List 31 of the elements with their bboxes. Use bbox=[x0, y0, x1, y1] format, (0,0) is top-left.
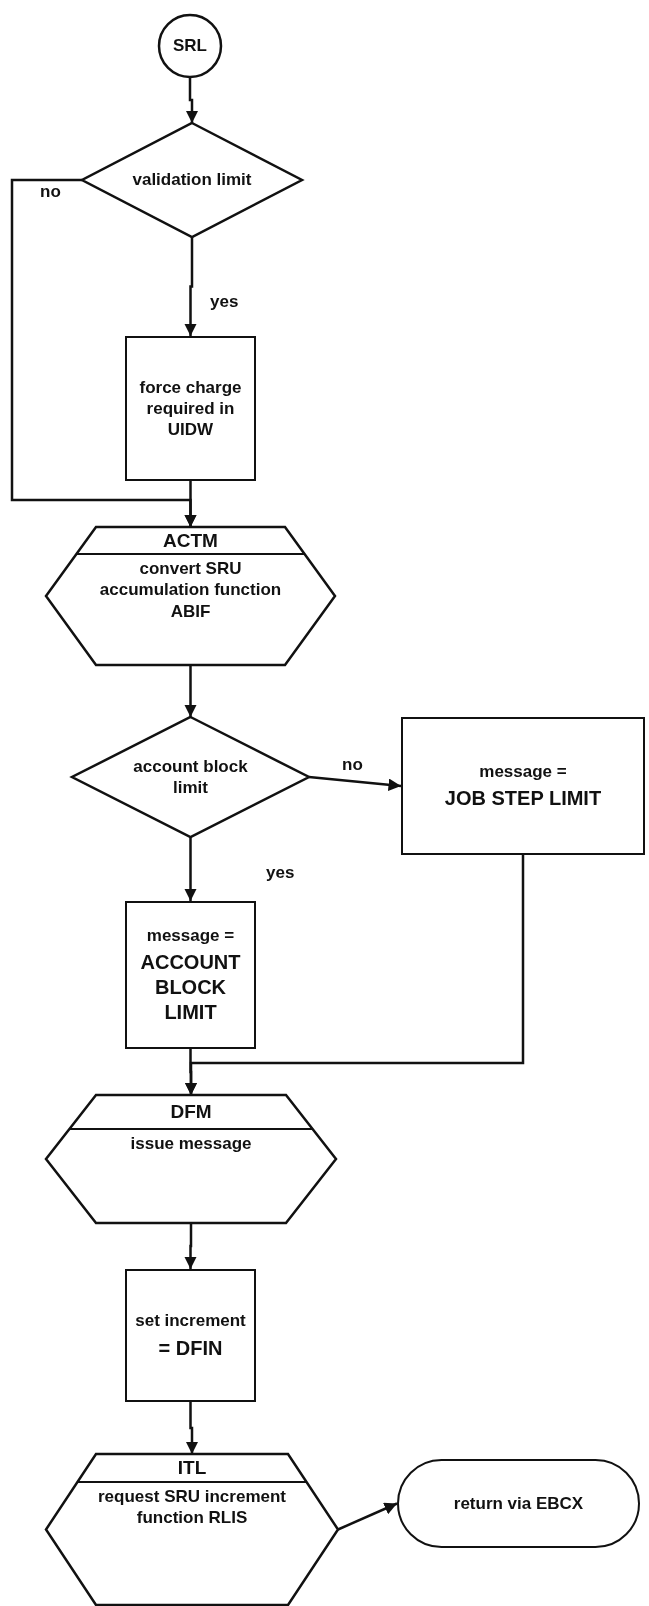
node-label: account block limit bbox=[132, 755, 249, 799]
subroutine-name: ACTM bbox=[163, 529, 218, 553]
arrow bbox=[185, 77, 199, 123]
node-label: JOB STEP LIMIT bbox=[444, 786, 602, 812]
arrow bbox=[185, 1402, 199, 1454]
node-label: issue message bbox=[130, 1133, 252, 1155]
node-label: request SRU increment function RLIS bbox=[97, 1486, 287, 1529]
subroutine-name: DFM bbox=[170, 1100, 212, 1124]
node-label: message = bbox=[146, 924, 235, 947]
process-box bbox=[125, 901, 256, 1049]
node-label: validation limit bbox=[132, 169, 252, 191]
node-label: convert SRU accumulation function ABIF bbox=[98, 558, 283, 622]
node-label: = DFIN bbox=[158, 1335, 223, 1361]
process-box bbox=[125, 336, 256, 481]
arrow bbox=[308, 775, 402, 791]
arrow bbox=[184, 665, 197, 717]
arrow bbox=[184, 1223, 197, 1269]
arrow bbox=[184, 1049, 198, 1095]
node-label: ACCOUNT BLOCK LIMIT bbox=[139, 950, 242, 1026]
node-label: force charge required in UIDW bbox=[138, 376, 243, 441]
arrow bbox=[184, 481, 197, 527]
process-box bbox=[401, 717, 645, 855]
process-box bbox=[125, 1269, 256, 1402]
node-label: message = bbox=[479, 760, 567, 783]
arrow bbox=[184, 837, 197, 901]
node-label: set increment bbox=[135, 1310, 246, 1332]
subroutine-name: ITL bbox=[177, 1456, 207, 1480]
node-label: return via EBCX bbox=[453, 1492, 584, 1515]
node-label: SRL bbox=[173, 35, 207, 57]
arrow bbox=[184, 237, 197, 336]
arrow bbox=[337, 1502, 398, 1531]
